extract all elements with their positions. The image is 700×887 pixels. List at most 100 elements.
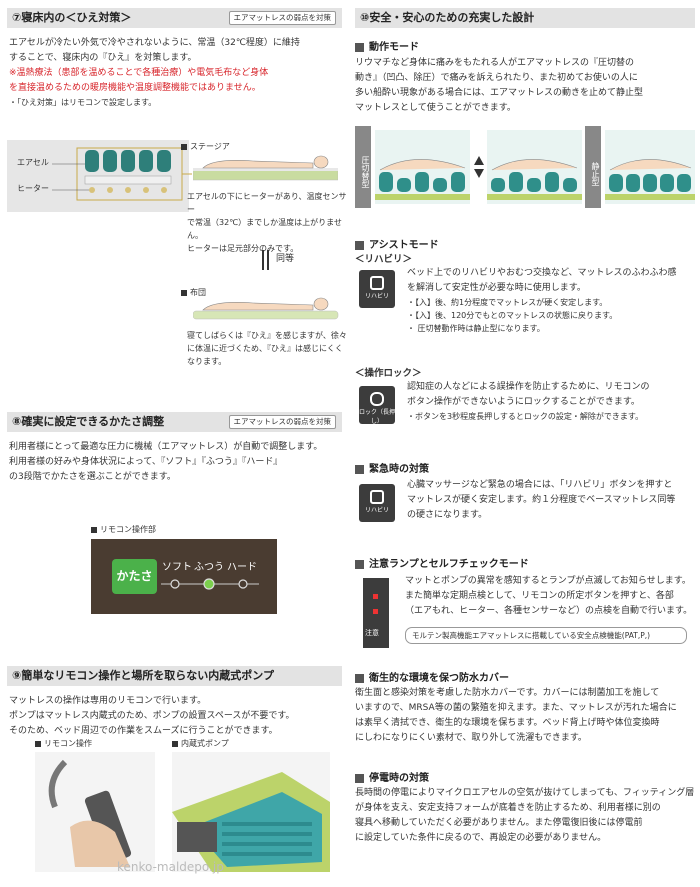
rehab-line-3: ・【入】後、約1分程度でマットレスが硬く安定します。 — [407, 298, 608, 307]
rehab-icon-label: リハビリ — [364, 293, 389, 300]
option-normal: ふつう — [194, 562, 224, 573]
aircell-illustration — [7, 140, 192, 212]
watermark: kenko-maldepo.jp — [117, 860, 224, 874]
section-8-header: ⑧確実に設定できるかたさ調整 エアマットレスの弱点を対策 — [7, 412, 342, 432]
rehab-heading: ＜リハビリ＞ — [355, 254, 413, 265]
power-outage-body: 長時間の停電によりマイクロエアセルの空気が抜けてしまっても、フィッティング層 が… — [355, 786, 695, 846]
label-heater: ヒーター — [17, 184, 49, 193]
power-line-2: が身体を支え、安定支持フォームが底着きを防止するため、利用者様に別の — [355, 803, 661, 813]
cover-body: 衛生面と感染対策を考慮した防水カバーです。カバーには制菌加工を施して いますので… — [355, 686, 695, 746]
futon-marker — [181, 290, 187, 297]
built-in-pump-illustration — [172, 752, 330, 872]
lock-heading: ＜操作ロック＞ — [355, 368, 422, 379]
pump-label-text: 内蔵式ポンプ — [181, 739, 229, 748]
emergency-line-3: の硬さになります。 — [407, 510, 488, 520]
power-outage-marker — [355, 774, 364, 784]
patient-on-futon — [192, 297, 339, 320]
lock-line-1: 認知症の人などによる誤操作を防止するために、リモコンの — [407, 382, 650, 392]
section-8-line-3: の3段階でかたさを選ぶことができます。 — [9, 472, 176, 482]
section-9-body: マットレスの操作は専用のリモコンで行います。 ポンプはマットレス内蔵式のため、ポ… — [9, 694, 342, 739]
static-illustration — [605, 130, 695, 204]
firmness-button[interactable]: かたさ — [112, 559, 157, 594]
rehab-body: ベッド上でのリハビリやおむつ交換など、マットレスのふわふわ感 を解消して安定性が… — [407, 266, 695, 335]
section-7-title: ⑦寝床内の＜ひえ対策＞ — [12, 11, 132, 25]
assist-mode-title: アシストモード — [369, 240, 439, 251]
motion-mode-title: 動作モード — [369, 42, 419, 53]
mode-label-static: 静止型 — [585, 126, 601, 208]
lamp-line-1: マットとポンプの異常を感知するとランプが点滅してお知らせします。 — [405, 576, 691, 586]
section-8-line-1: 利用者様にとって最適な圧力に機械（エアマットレス）が自動で調整します。 — [9, 442, 323, 452]
section-7-badge: エアマットレスの弱点を対策 — [228, 11, 336, 25]
futon-desc-1: 寝てしばらくは『ひえ』を感じますが、徐々 — [187, 331, 347, 340]
equal-label: 同等 — [276, 254, 295, 265]
stage-description: エアセルの下にヒーターがあり、温度センサー で常温（32℃）までしか温度は上がり… — [187, 190, 347, 255]
warning-lamp-1 — [373, 594, 378, 599]
motion-mode-marker — [355, 43, 364, 53]
section-7-line-1: エアセルが冷たい外気で冷やされないように、常温（32℃程度）に維持 — [9, 38, 300, 48]
futon-description: 寝てしばらくは『ひえ』を感じますが、徐々 に体温に近づくため、『ひえ』は感じにく… — [187, 329, 347, 368]
remote-panel-label: リモコン操作部 — [91, 524, 156, 536]
pressure-switching-illustration-2 — [487, 130, 582, 204]
label-futon: 布団 — [181, 287, 206, 299]
section-8-badge: エアマットレスの弱点を対策 — [228, 415, 336, 429]
emergency-icon-label: リハビリ — [364, 507, 389, 514]
cover-line-2: いますので、MRSA等の菌の繁殖を抑えます。また、マットレスが汚れた場合に — [355, 703, 677, 713]
power-outage-heading: 停電時の対策 — [355, 771, 429, 787]
section-7-line-2: することで、寝床内の『ひえ』を対策します。 — [9, 53, 197, 63]
futon-illustration — [192, 295, 343, 323]
lock-body: 認知症の人などによる誤操作を防止するために、リモコンの ボタン操作ができないよう… — [407, 380, 695, 423]
emergency-line-1: 心臓マッサージなど緊急の場合には、「リハビリ」ボタンを押すと — [407, 480, 673, 490]
rehab-symbol-icon — [370, 276, 384, 290]
lock-line-3: ・ボタンを3秒程度長押しするとロックの設定・解除ができます。 — [407, 412, 644, 421]
lamp-note: モルテン製高機能エアマットレスに搭載している安全点検機能(PAT,P,) — [405, 627, 687, 644]
lamp-line-3: （エアもれ、ヒーター、各種センサーなど）の点検を自動で行います。 — [405, 606, 693, 616]
section-9-line-3: そのため、ベッド周辺での作業をスムーズに行うことができます。 — [9, 726, 278, 736]
rehab-line-1: ベッド上でのリハビリやおむつ交換など、マットレスのふわふわ感 — [407, 268, 677, 278]
pump-label: 内蔵式ポンプ — [172, 738, 229, 750]
futon-desc-2: に体温に近づくため、『ひえ』は感じにくく — [187, 344, 343, 353]
cover-marker — [355, 674, 364, 684]
remote-photo — [35, 752, 155, 872]
equal-bars-icon — [262, 250, 269, 270]
stage-marker — [181, 144, 187, 151]
section-8-line-2: 利用者様の好みや身体状況によって、『ソフト』『ふつう』『ハード』 — [9, 457, 283, 467]
lamp-line-2: また簡単な定期点検として、リモコンの所定ボタンを押すと、各部 — [405, 591, 674, 601]
motion-mode-body: リウマチなど身体に痛みをもたれる人がエアマットレスの『圧切替の 動き』（凹凸、除… — [355, 56, 695, 116]
pump-photo — [172, 752, 330, 872]
mode-diagram: 圧切替型 静止型 — [355, 126, 695, 208]
section-9-line-2: ポンプはマットレス内蔵式のため、ポンプの設置スペースが不要です。 — [9, 711, 295, 721]
remote-panel-label-text: リモコン操作部 — [100, 525, 156, 534]
futon-desc-3: なります。 — [187, 357, 227, 366]
stage-desc-2: で常温（32℃）までしか温度は上がりません。 — [187, 218, 342, 240]
motion-line-4: マットレスとして使うことができます。 — [355, 103, 516, 113]
pressure-switching-illustration — [375, 130, 470, 204]
emergency-title: 緊急時の対策 — [369, 464, 429, 475]
warning-lamp-panel: 注意 — [363, 578, 389, 648]
remote-operation-label-text: リモコン操作 — [44, 739, 92, 748]
motion-line-2: 動き』（凹凸、除圧）で痛みを訴えられたり、また初めてお使いの人に — [355, 73, 638, 83]
warning-lamp-2 — [373, 609, 378, 614]
section-7-warning-2: を直接温めるための暖房機能や温度調整機能ではありません。 — [9, 83, 261, 93]
section-9-title: ⑨簡単なリモコン操作と場所を取らない内蔵式ポンプ — [12, 669, 274, 683]
emergency-line-2: マットレスが硬く安定します。約１分程度でベースマットレス同等 — [407, 495, 676, 505]
rehab-line-4: ・【入】後、120分でもとのマットレスの状態に戻ります。 — [407, 311, 618, 320]
rehab-icon: リハビリ — [359, 270, 395, 308]
section-10-header: ⑩安全・安心のための充実した設計 — [355, 8, 695, 28]
equal-indicator: 同等 — [262, 250, 294, 270]
power-line-1: 長時間の停電によりマイクロエアセルの空気が抜けてしまっても、フィッティング層 — [355, 788, 695, 798]
pump-marker — [172, 741, 178, 748]
section-9-header: ⑨簡単なリモコン操作と場所を取らない内蔵式ポンプ — [7, 666, 342, 686]
stage-desc-3: ヒーターは足元部分のみです。 — [187, 244, 299, 253]
power-line-4: に設定していた条件に戻るので、再設定の必要がありません。 — [355, 833, 607, 843]
cover-heading: 衛生的な環境を保つ防水カバー — [355, 671, 509, 687]
emergency-body: 心臓マッサージなど緊急の場合には、「リハビリ」ボタンを押すと マットレスが硬く安… — [407, 478, 695, 523]
cover-line-3: は素早く清拭でき、衛生的な環境を保ちます。ベッド背上げ時や体位変換時 — [355, 718, 660, 728]
rehab-line-2: を解消して安定性が必要な時に使用します。 — [407, 283, 586, 293]
firmness-slider[interactable] — [161, 577, 261, 591]
lamp-body: マットとポンプの異常を感知するとランプが点滅してお知らせします。 また簡単な定期… — [405, 574, 695, 619]
section-7-body: エアセルが冷たい外気で冷やされないように、常温（32℃程度）に維持 することで、… — [9, 36, 342, 109]
motion-line-3: 多い船酔い現象がある場合には、エアマットレスの動きを止めて静止型 — [355, 88, 644, 98]
stage-label-text: ステージア — [190, 142, 230, 151]
section-7-note: ・「ひえ対策」はリモコンで設定します。 — [9, 98, 157, 107]
assist-mode-marker — [355, 241, 364, 251]
